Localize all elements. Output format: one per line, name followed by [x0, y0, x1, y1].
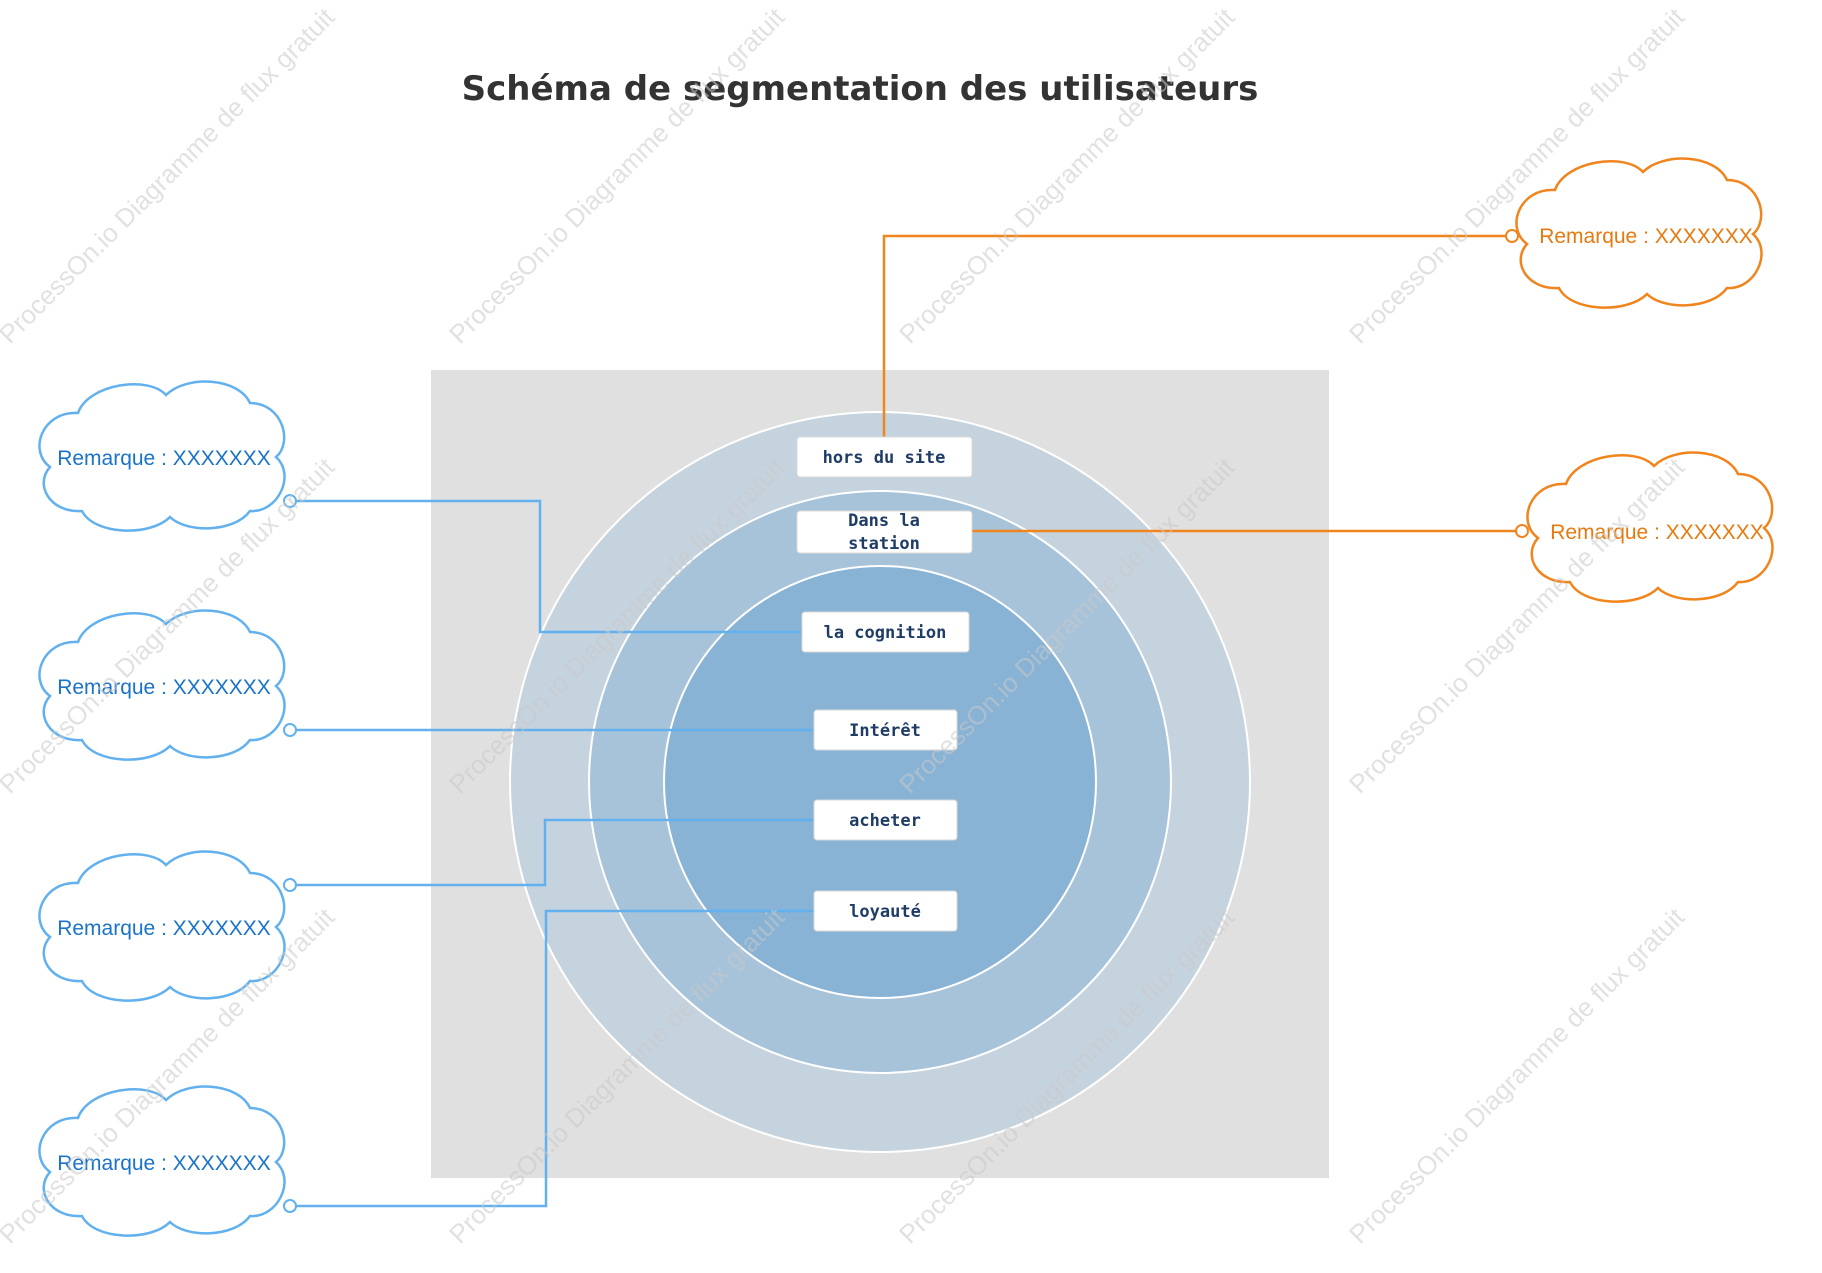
segment-box [796, 436, 973, 478]
note-cloud-left-4[interactable]: Remarque : XXXXXXX [38, 1085, 286, 1237]
connector-endpoint [283, 1199, 297, 1213]
connector-endpoint [283, 878, 297, 892]
segment-la-cognition[interactable]: la cognition [801, 611, 970, 653]
segment-interet[interactable]: Intérêt [813, 709, 958, 751]
segment-box [813, 799, 958, 841]
note-text: Remarque : XXXXXXX [57, 917, 271, 940]
cloud-shape [1526, 451, 1774, 603]
segment-label: la cognition [824, 623, 947, 643]
watermark: ProcessOn.io Diagramme de flux gratuit [443, 2, 791, 350]
watermark: ProcessOn.io Diagramme de flux gratuit [0, 2, 341, 350]
connector-endpoint [283, 723, 297, 737]
segment-box [801, 611, 970, 653]
connector-note-right-1 [882, 234, 1512, 437]
note-text: Remarque : XXXXXXX [1539, 225, 1753, 248]
segment-label: loyauté [849, 902, 921, 922]
note-cloud-left-3[interactable]: Remarque : XXXXXXX [38, 850, 286, 1002]
segment-box [813, 709, 958, 751]
watermark: ProcessOn.io Diagramme de flux gratuit [893, 2, 1241, 350]
connector-note-left-3 [290, 818, 814, 887]
watermark: ProcessOn.io Diagramme de flux gratuit [1343, 452, 1691, 800]
connector-endpoint [1505, 229, 1519, 243]
note-text: Remarque : XXXXXXX [57, 447, 271, 470]
segment-label-line-2: station [848, 534, 920, 554]
connector-group [283, 229, 1529, 1213]
cloud-shape [1515, 157, 1763, 309]
connector-note-left-4 [290, 909, 814, 1208]
note-text: Remarque : XXXXXXX [1550, 521, 1764, 544]
connector-note-left-1 [290, 499, 802, 634]
segment-box [796, 510, 973, 554]
segment-loyaute[interactable]: loyauté [813, 890, 958, 932]
ring-inner [663, 565, 1097, 999]
segment-acheter[interactable]: acheter [813, 799, 958, 841]
cloud-shape [38, 1085, 286, 1237]
segment-box [813, 890, 958, 932]
segment-label: hors du site [823, 448, 946, 468]
note-cloud-left-2[interactable]: Remarque : XXXXXXX [38, 609, 286, 761]
segment-label: acheter [849, 811, 921, 831]
cloud-shape [38, 380, 286, 532]
connector-endpoint [1515, 524, 1529, 538]
segment-label: Intérêt [849, 721, 921, 741]
segment-dans-la-station[interactable]: Dans la station [796, 510, 973, 554]
connector-endpoint [283, 494, 297, 508]
cloud-shape [38, 850, 286, 1002]
segment-label-line-1: Dans la [848, 511, 920, 531]
note-cloud-left-1[interactable]: Remarque : XXXXXXX [38, 380, 286, 532]
page-title: Schéma de segmentation des utilisateurs [462, 69, 1259, 109]
watermark: ProcessOn.io Diagramme de flux gratuit [1343, 902, 1691, 1250]
note-text: Remarque : XXXXXXX [57, 676, 271, 699]
note-text: Remarque : XXXXXXX [57, 1152, 271, 1175]
note-cloud-right-2[interactable]: Remarque : XXXXXXX [1526, 451, 1774, 603]
cloud-shape [38, 609, 286, 761]
note-cloud-right-1[interactable]: Remarque : XXXXXXX [1515, 157, 1763, 309]
segment-hors-du-site[interactable]: hors du site [796, 436, 973, 478]
